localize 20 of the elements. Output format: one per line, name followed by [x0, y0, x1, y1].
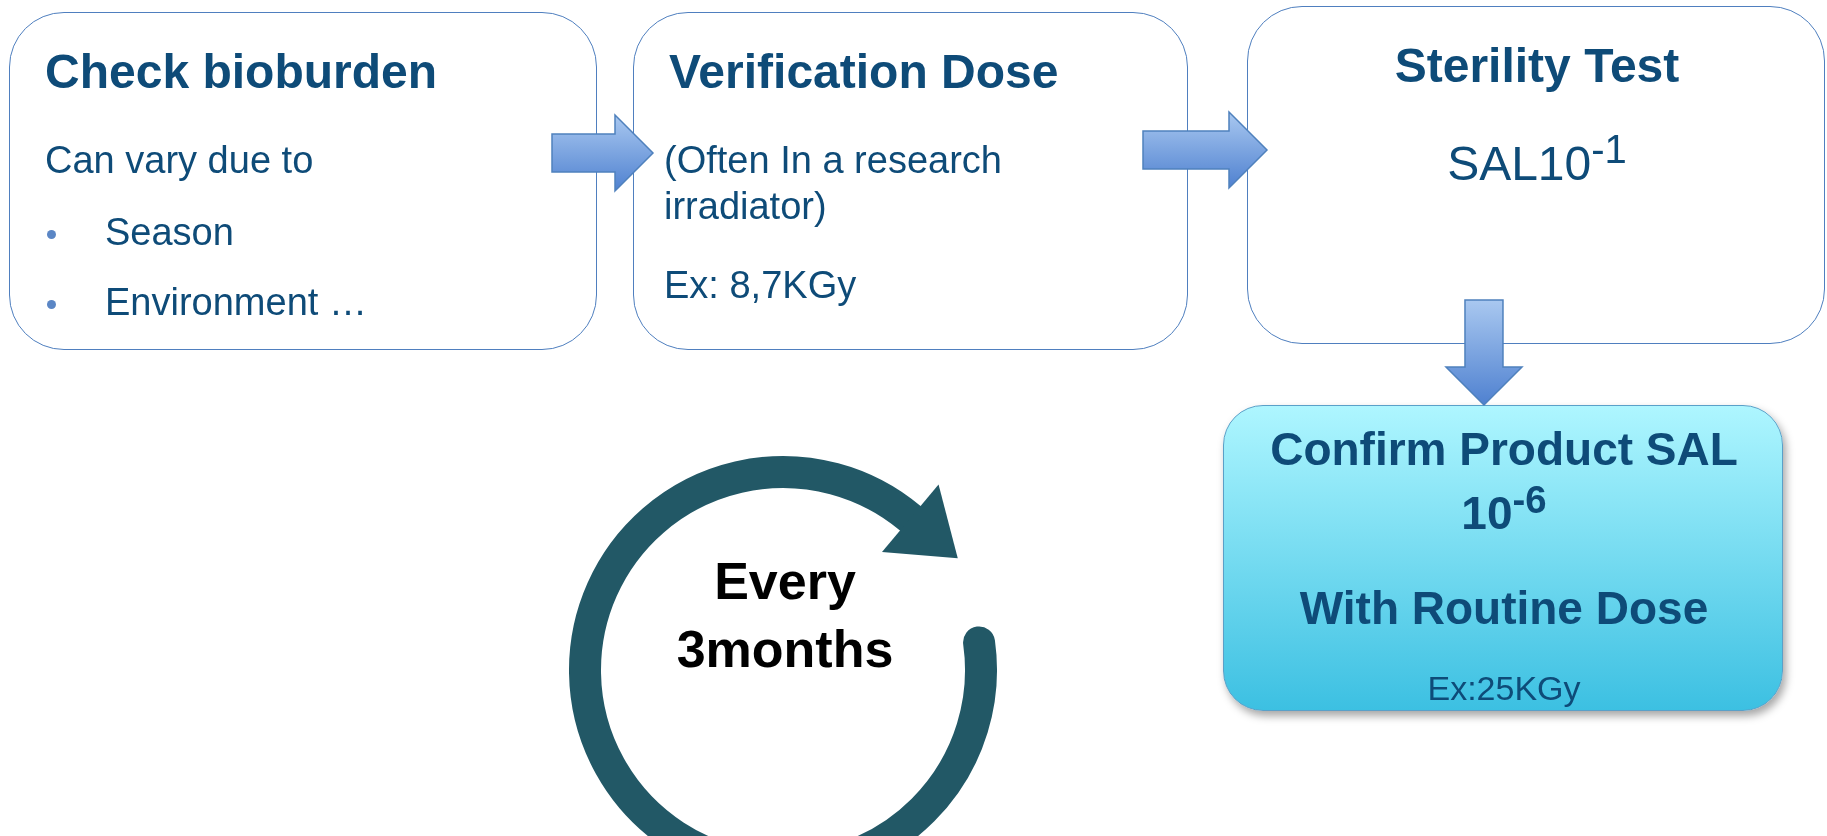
bullet-text: Environment … [105, 280, 368, 325]
box-title: Sterility Test [1393, 38, 1681, 94]
box-title: Verification Dose [669, 44, 1060, 100]
block-arrow [1142, 110, 1269, 190]
box-text: Ex: 8,7KGy [664, 263, 858, 308]
box-text: With Routine Dose [1298, 581, 1710, 636]
process-box [1223, 405, 1783, 711]
process-box [1247, 6, 1825, 344]
box-title: Confirm Product SAL 10$^{-6}$ [1269, 422, 1739, 542]
bullet-text: Season [105, 210, 235, 255]
process-box [9, 12, 597, 350]
block-arrow [551, 113, 655, 193]
box-text: Ex:25KGy [1426, 668, 1582, 709]
block-arrow [1444, 299, 1524, 407]
box-title: Check bioburden [45, 44, 439, 100]
box-text: Can vary due to [45, 138, 315, 183]
process-box [633, 12, 1188, 350]
box-text: SAL10$^{-1}$ [1446, 126, 1628, 192]
box-text: (Often In a research irradiator) [664, 138, 1003, 229]
cycle-label: Every 3months [675, 551, 895, 680]
